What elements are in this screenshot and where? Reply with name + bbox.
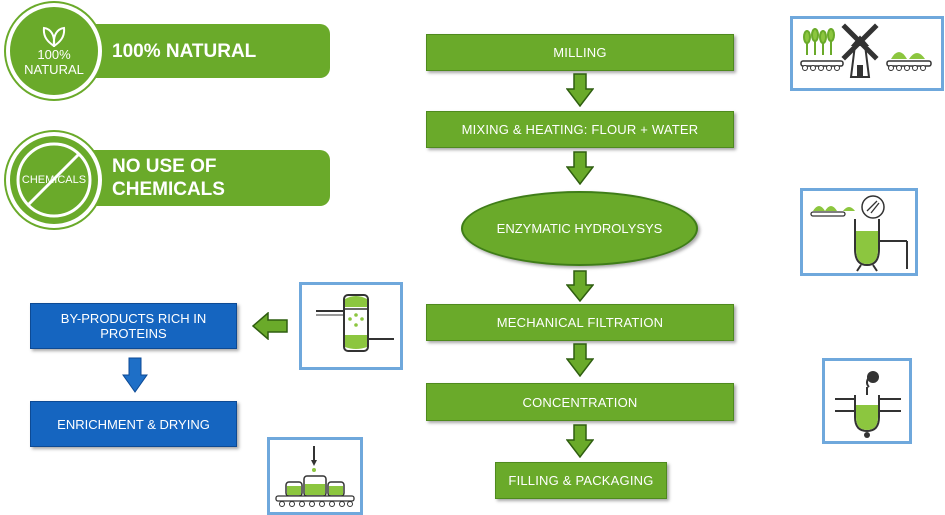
chemicals-badge-circle: CHEMICALS	[6, 132, 102, 228]
mixing-label: MIXING & HEATING: FLOUR + WATER	[461, 122, 699, 137]
down-arrow-3	[566, 270, 594, 302]
natural-circle-line2: NATURAL	[24, 62, 84, 77]
windmill-icon	[800, 23, 932, 78]
chemicals-circle-text: CHEMICALS	[21, 174, 87, 186]
filtration-step: MECHANICAL FILTRATION	[426, 304, 734, 341]
down-arrow-2	[566, 151, 594, 185]
left-arrow	[252, 312, 288, 340]
down-arrow-4	[566, 343, 594, 377]
filling-label: FILLING & PACKAGING	[508, 473, 654, 488]
concentration-illustration	[822, 358, 912, 444]
enrichment-box: ENRICHMENT & DRYING	[30, 401, 237, 447]
hydrolysis-step: ENZYMATIC HYDROLYSYS	[461, 191, 698, 266]
down-arrow-5	[566, 424, 594, 458]
milling-illustration	[790, 16, 944, 91]
down-arrow-1	[566, 73, 594, 107]
milling-step: MILLING	[426, 34, 734, 71]
chemicals-label-line2: CHEMICALS	[112, 179, 225, 200]
blue-down-arrow	[122, 357, 148, 393]
filling-illustration	[267, 437, 363, 515]
natural-label: 100% NATURAL	[112, 40, 257, 62]
filtration-illustration	[299, 282, 403, 370]
mixing-tank-icon	[810, 195, 908, 272]
hydrolysis-label: ENZYMATIC HYDROLYSYS	[496, 221, 663, 236]
byproducts-box: BY-PRODUCTS RICH IN PROTEINS	[30, 303, 237, 349]
no-symbol-icon	[16, 142, 92, 218]
natural-circle-line1: 100%	[37, 47, 71, 62]
milling-label: MILLING	[553, 45, 607, 60]
filter-tank-icon	[316, 294, 394, 352]
concentration-step: CONCENTRATION	[426, 383, 734, 421]
leaf-icon	[39, 25, 69, 47]
byproducts-line2: PROTEINS	[100, 326, 167, 341]
mixing-step: MIXING & HEATING: FLOUR + WATER	[426, 111, 734, 148]
concentrator-icon	[835, 371, 901, 438]
enrichment-label: ENRICHMENT & DRYING	[57, 416, 210, 432]
filling-line-icon	[275, 446, 355, 507]
concentration-label: CONCENTRATION	[522, 394, 638, 410]
natural-badge-circle: 100% NATURAL	[6, 3, 102, 99]
filtration-label: MECHANICAL FILTRATION	[496, 315, 664, 330]
byproducts-line1: BY-PRODUCTS RICH IN	[60, 311, 207, 326]
mixing-illustration	[800, 188, 918, 276]
filling-step: FILLING & PACKAGING	[495, 462, 667, 499]
chemicals-label-line1: NO USE OF	[112, 156, 217, 177]
